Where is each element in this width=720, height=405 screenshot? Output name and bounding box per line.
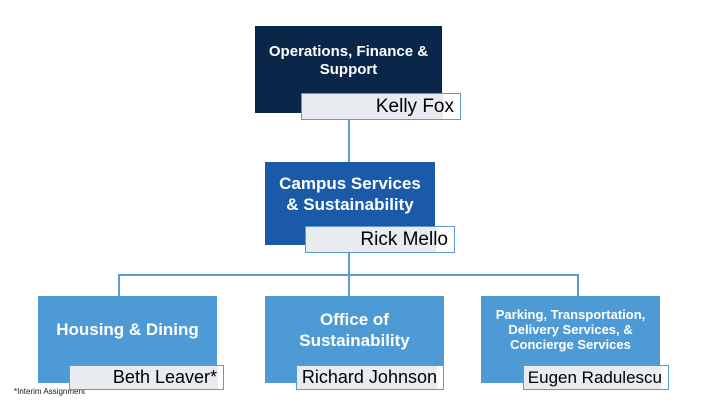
node-campus-services-sustainability-title: Campus Services & Sustainability: [279, 174, 421, 214]
name-plate-richard-johnson-label: Richard Johnson: [301, 367, 437, 387]
node-office-of-sustainability-title: Office of Sustainability: [299, 310, 410, 350]
name-plate-eugen-radulescu[interactable]: Eugen Radulescu: [523, 365, 669, 390]
node-parking-transportation-title: Parking, Transportation, Delivery Servic…: [495, 306, 646, 353]
name-plate-shade: [302, 94, 443, 119]
name-plate-beth-leaver-label: Beth Leaver*: [112, 367, 217, 387]
connector-to-parking-transportation: [577, 274, 579, 296]
name-plate-rick-mello-label: Rick Mello: [360, 228, 448, 250]
connector-level2-stem: [348, 245, 350, 274]
connector-to-housing-dining: [118, 274, 120, 296]
name-plate-eugen-radulescu-label: Eugen Radulescu: [527, 367, 662, 387]
name-plate-shade: [297, 366, 437, 389]
node-housing-dining-title: Housing & Dining: [56, 320, 199, 340]
name-plate-beth-leaver[interactable]: Beth Leaver*: [69, 365, 224, 390]
name-plate-kelly-fox-label: Kelly Fox: [375, 95, 454, 117]
name-plate-shade: [524, 366, 661, 389]
name-plate-shade: [306, 227, 436, 252]
name-plate-richard-johnson[interactable]: Richard Johnson: [296, 365, 444, 390]
connector-to-office-of-sustainability: [348, 274, 350, 296]
node-ops-finance-support-title: Operations, Finance & Support: [268, 42, 429, 78]
footnote-interim-assignment: *Interim Assignment: [14, 387, 86, 396]
name-plate-kelly-fox[interactable]: Kelly Fox: [301, 93, 461, 120]
name-plate-rick-mello[interactable]: Rick Mello: [305, 226, 455, 253]
name-plate-shade: [70, 366, 218, 389]
connector-level1-to-level2: [348, 113, 350, 162]
